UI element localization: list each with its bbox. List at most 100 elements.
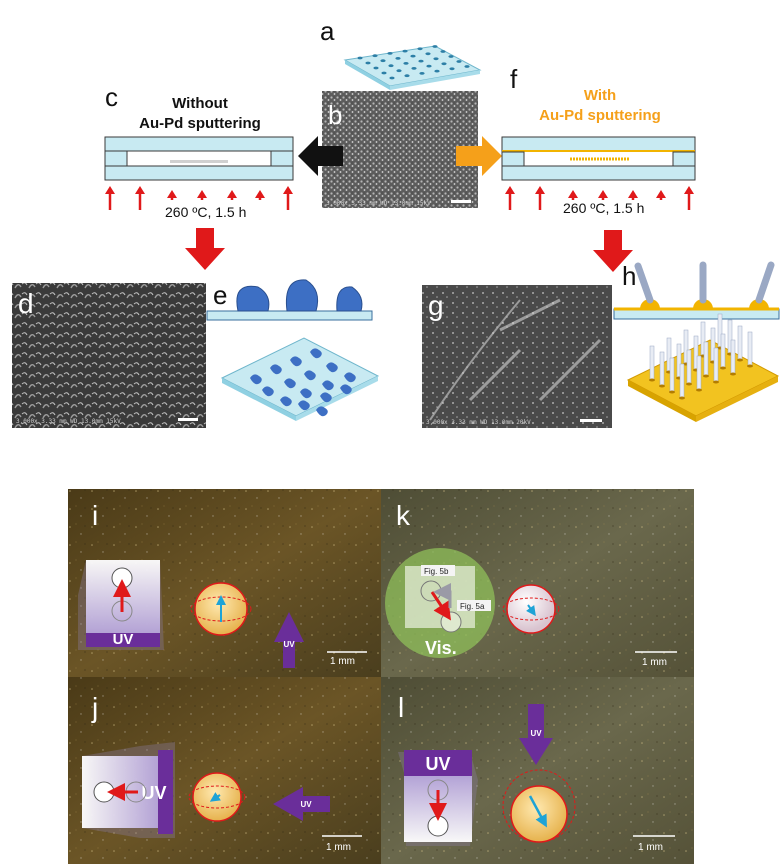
rod	[737, 325, 743, 361]
panel-label-a: a	[320, 16, 335, 46]
droplet-1	[236, 285, 270, 312]
scale-bar-g	[580, 419, 602, 422]
island-blob	[304, 370, 316, 381]
dot	[434, 69, 440, 73]
au-plate-edge2	[696, 376, 778, 422]
rod-base	[703, 374, 709, 378]
dot	[418, 59, 424, 63]
rod	[669, 357, 675, 393]
substrate-edge-2	[390, 70, 480, 90]
panel-e: e	[206, 279, 380, 421]
heat-arrows-c	[105, 186, 293, 210]
panel-i: i UV UV 1 mm	[68, 489, 381, 677]
with-line2: Au-Pd sputtering	[539, 107, 661, 124]
rod	[703, 341, 709, 377]
heat-arrow-head	[283, 186, 293, 194]
sem-image-b	[322, 91, 478, 208]
sem-info-b: 3,000x 3.33 mm WD 13.0mm 15kV	[326, 200, 431, 207]
au-plate-edge	[628, 380, 696, 422]
island-blob	[340, 384, 352, 395]
panel-label-j: j	[91, 692, 98, 723]
island-blob	[316, 406, 328, 417]
scale-label-j: 1 mm	[326, 842, 351, 853]
dot	[357, 56, 363, 60]
uv-label-l: UV	[425, 754, 450, 774]
with-line1: With	[584, 87, 616, 104]
down-arrow-to-d	[185, 228, 225, 270]
droplet-3	[336, 286, 363, 312]
rod-base	[649, 378, 655, 382]
panel-a: a	[320, 16, 482, 90]
substrate-edge	[345, 60, 390, 90]
scale-label-k: 1 mm	[642, 657, 667, 668]
dot	[426, 64, 432, 68]
arrow-to-f	[456, 136, 502, 176]
dot	[365, 61, 371, 65]
scale-label-l: 1 mm	[638, 842, 663, 853]
panel-label-k: k	[396, 500, 411, 531]
heat-arrow-head	[628, 190, 638, 198]
dot-array	[357, 45, 470, 80]
heat-arrow-head	[568, 190, 578, 198]
panel-j: j UV UV 1 mm	[68, 677, 381, 864]
down-arrow-to-g	[593, 230, 633, 272]
dot	[372, 54, 378, 58]
island-blob	[262, 386, 274, 397]
film-c	[170, 160, 228, 163]
rod	[713, 347, 719, 383]
dot	[448, 55, 454, 58]
island-blob	[300, 388, 312, 399]
heat-arrow-head	[505, 186, 515, 194]
scale-label-i: 1 mm	[330, 656, 355, 667]
uv-arrow-label-j: UV	[300, 800, 312, 809]
panel-h: h	[613, 261, 780, 422]
heat-arrow-head	[167, 190, 177, 198]
without-line1: Without	[172, 95, 228, 112]
rod-array	[649, 313, 753, 400]
rod	[649, 345, 655, 381]
panel-l: l UV UV 1 mm	[381, 677, 694, 864]
dot	[410, 54, 416, 58]
dot	[433, 57, 439, 61]
dot	[396, 69, 402, 73]
island-blob	[322, 380, 334, 391]
condition-c: 260 ºC, 1.5 h	[165, 204, 246, 220]
dot	[441, 62, 447, 66]
rod	[730, 339, 736, 375]
heat-arrow-head	[684, 186, 694, 194]
rod-base	[659, 384, 665, 388]
dot	[380, 59, 386, 63]
uv-source-l	[404, 750, 472, 776]
droplet-2	[285, 279, 319, 312]
condition-f: 260 ºC, 1.5 h	[563, 200, 644, 216]
vis-label: Vis.	[425, 638, 457, 658]
panel-k: k Fig. 5b Fig. 5a Vis. 1 mm	[381, 489, 694, 677]
direction-arrow-l	[528, 795, 547, 828]
dot	[419, 72, 425, 75]
spacer-right-f	[672, 151, 696, 167]
uv-source-i	[86, 633, 160, 647]
without-line2: Au-Pd sputtering	[139, 115, 261, 132]
island-blob	[270, 364, 282, 375]
island-blob	[284, 378, 296, 389]
rod-base	[730, 372, 736, 376]
direction-arrow-k	[526, 604, 536, 617]
panel-b: b 3,000x 3.33 mm WD 13.0mm 15kV	[322, 91, 478, 208]
island-blobs	[250, 348, 356, 417]
dot	[440, 50, 446, 53]
heat-arrow-head	[598, 190, 608, 198]
dot	[388, 64, 394, 68]
panel-label-l: l	[398, 692, 404, 723]
panel-label-g: g	[428, 290, 444, 321]
rod-base	[696, 388, 702, 392]
dot	[464, 65, 470, 68]
island-blob	[344, 372, 356, 383]
island-blob	[280, 396, 292, 407]
fig5b-label: Fig. 5b	[424, 567, 449, 576]
bottom-glass-f	[501, 165, 696, 181]
panel-label-b: b	[328, 100, 342, 130]
dot	[417, 47, 423, 51]
sem-image-d	[12, 283, 206, 428]
rod	[747, 331, 753, 367]
